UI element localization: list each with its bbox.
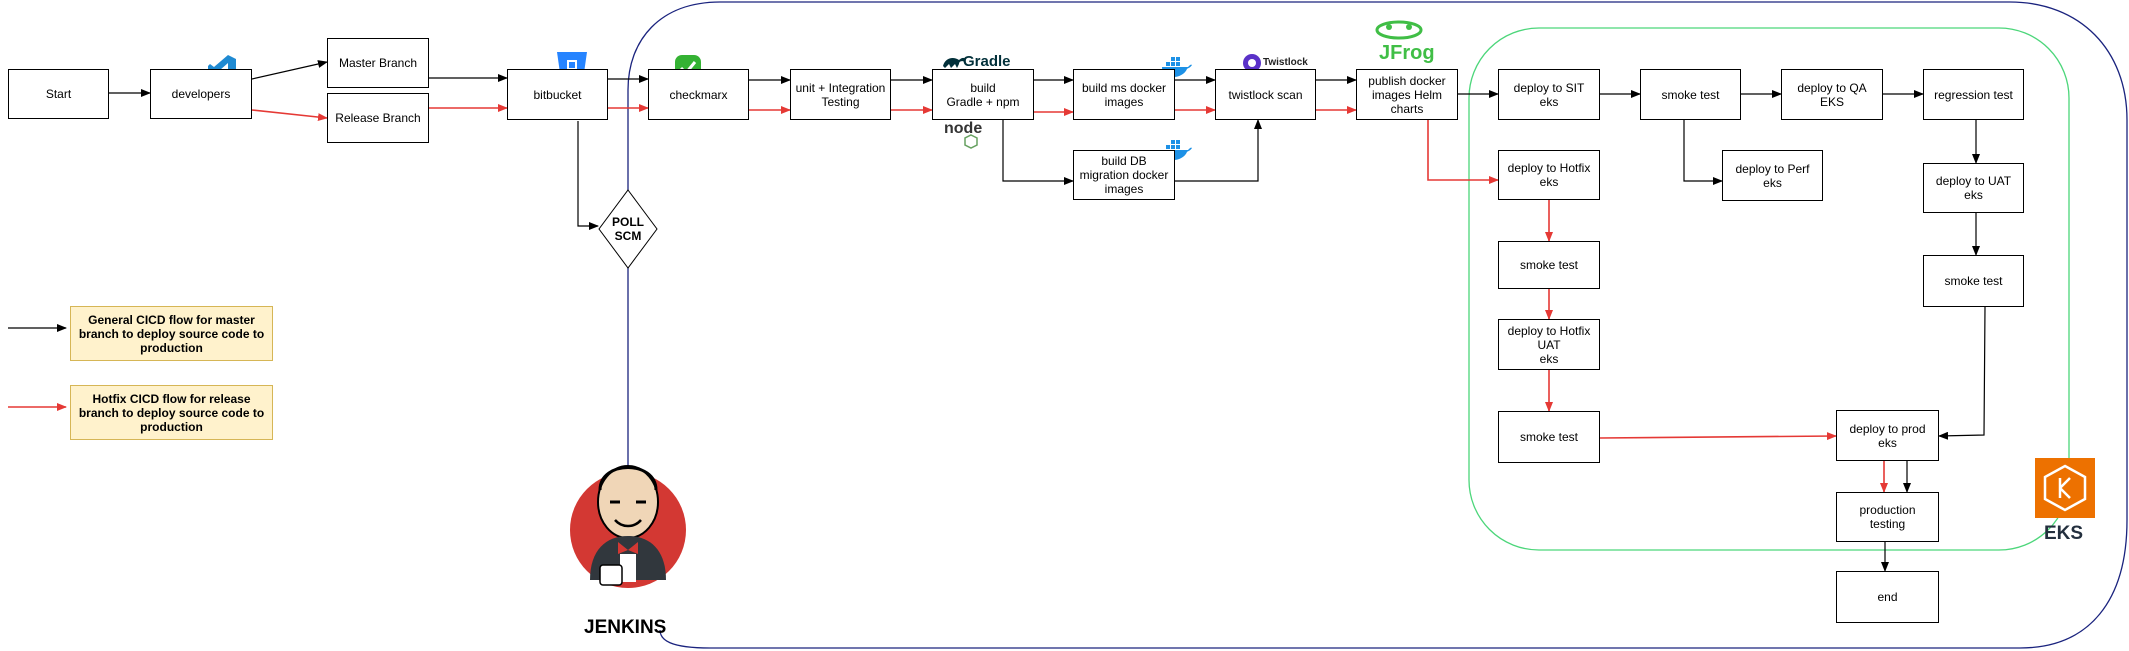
node-publish-docker-images: publish docker images Helm charts — [1356, 69, 1458, 120]
jenkins-icon — [570, 465, 686, 588]
node-deploy-hotfix-uat: deploy to Hotfix UAT eks — [1498, 319, 1600, 370]
node-twistlock-scan: twistlock scan — [1215, 69, 1316, 120]
node-release-branch: Release Branch — [327, 93, 429, 143]
eks-icon — [2035, 458, 2095, 518]
jenkins-boundary — [627, 1, 2128, 649]
node-deploy-sit: deploy to SIT eks — [1498, 69, 1600, 120]
gradle-icon — [943, 57, 966, 68]
twistlock-logo-text: Twistlock — [1263, 57, 1308, 68]
node-deploy-perf: deploy to Perf eks — [1722, 150, 1823, 201]
node-smoke-test-uat: smoke test — [1923, 255, 2024, 307]
node-deploy-prod: deploy to prod eks — [1836, 410, 1939, 461]
node-smoke-test-hotfix: smoke test — [1498, 241, 1600, 289]
node-deploy-qa: deploy to QA EKS — [1781, 69, 1883, 120]
hotfix-flow-edges — [8, 104, 1888, 493]
node-smoke-test-hotfix-uat: smoke test — [1498, 411, 1600, 463]
jfrog-logo-text: JFrog — [1379, 42, 1435, 64]
legend-general-flow: General CICD flow for master branch to d… — [70, 306, 273, 361]
node-smoke-test-sit: smoke test — [1640, 69, 1741, 120]
node-checkmarx: checkmarx — [648, 69, 749, 120]
node-deploy-uat: deploy to UAT eks — [1923, 163, 2024, 213]
jfrog-icon — [1375, 20, 1423, 40]
node-unit-integration-testing: unit + Integration Testing — [790, 69, 891, 120]
twistlock-icon — [1243, 54, 1261, 72]
poll-scm-diamond — [598, 189, 658, 269]
node-start: Start — [8, 69, 109, 119]
node-deploy-hotfix: deploy to Hotfix eks — [1498, 150, 1600, 200]
legend-hotfix-flow: Hotfix CICD flow for release branch to d… — [70, 385, 273, 440]
node-poll-scm: POLL SCM — [612, 215, 644, 243]
jenkins-logo-text: JENKINS — [584, 617, 667, 638]
node-build-db-migration-images: build DB migration docker images — [1073, 150, 1175, 200]
node-build-ms-docker-images: build ms docker images — [1073, 69, 1175, 120]
node-regression-test: regression test — [1923, 69, 2024, 120]
eks-logo-text: EKS — [2044, 523, 2084, 544]
node-production-testing: production testing — [1836, 492, 1939, 542]
node-developers: developers — [150, 69, 252, 119]
node-build: build Gradle + npm — [932, 69, 1034, 120]
gradle-logo-text: Gradle — [963, 53, 1011, 70]
node-logo-text: node — [944, 120, 983, 137]
node-end: end — [1836, 571, 1939, 623]
general-flow-edges — [8, 60, 1986, 572]
eks-boundary — [1468, 27, 2070, 551]
node-master-branch: Master Branch — [327, 38, 429, 88]
node-icon — [964, 134, 978, 149]
node-bitbucket: bitbucket — [507, 69, 608, 120]
